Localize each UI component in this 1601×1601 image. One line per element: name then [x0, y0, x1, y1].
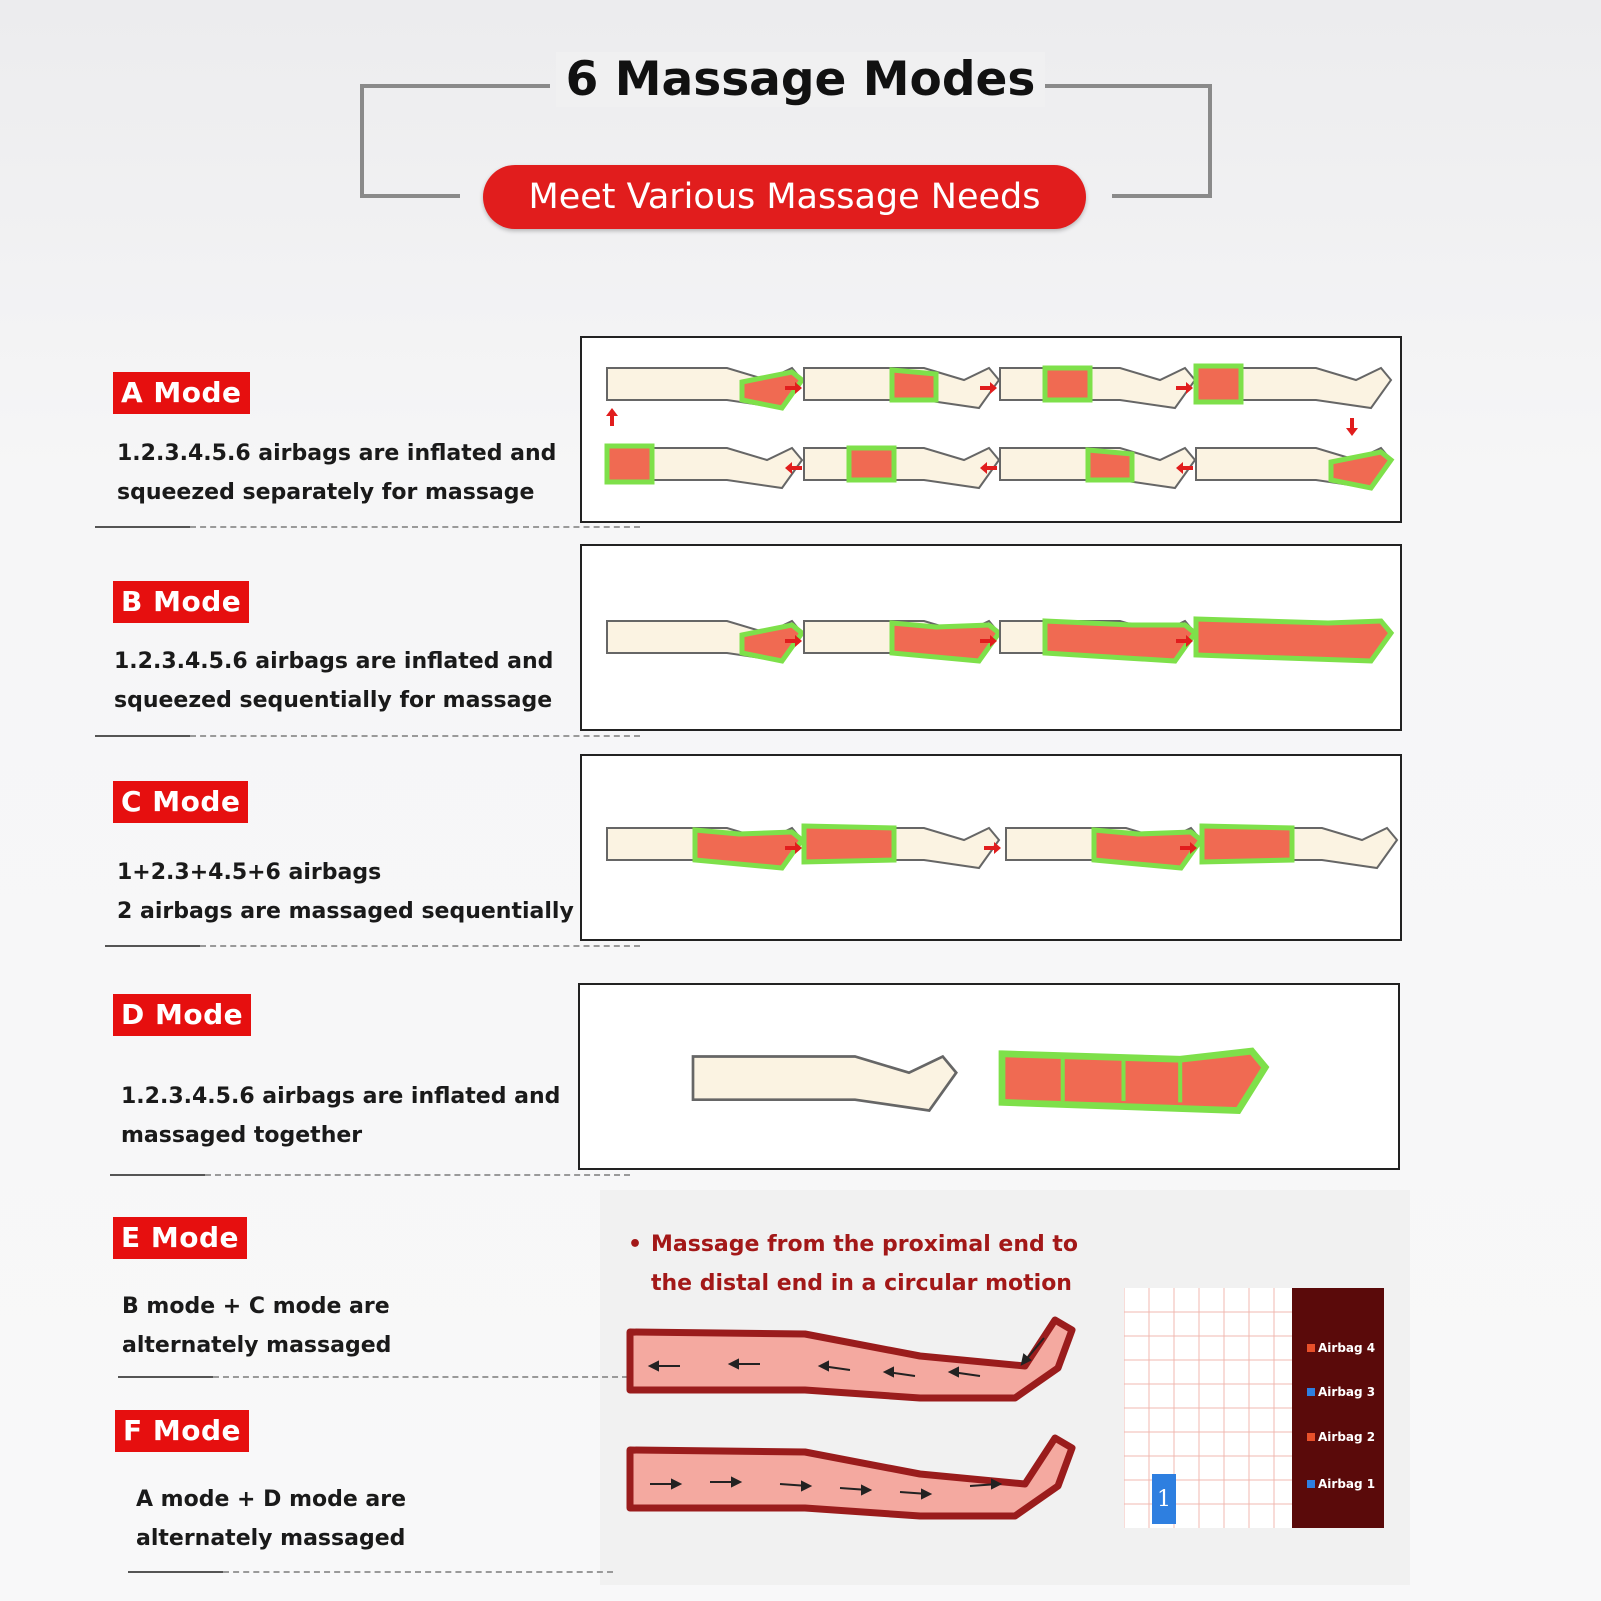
bracket-right [1208, 84, 1212, 198]
subtitle-pill: Meet Various Massage Needs [483, 165, 1086, 229]
mode-d-diagram [691, 1047, 1270, 1114]
mode-b-diagram [606, 616, 1395, 664]
circular-note-bullet: • [628, 1232, 643, 1257]
legend-airbag-2: Airbag 2 [1307, 1430, 1375, 1444]
legend-swatch-1 [1307, 1480, 1315, 1488]
mode-b-arrows [785, 635, 1193, 647]
circular-note-line2: the distal end in a circular motion [651, 1271, 1072, 1296]
mode-a-leg-row-1 [606, 363, 1393, 411]
mode-f-separator [223, 1571, 613, 1573]
airbag-counter: 1 [1157, 1487, 1171, 1512]
mode-c-separator [200, 945, 640, 947]
mode-a-diagram [604, 363, 1395, 491]
legend-label-2: Airbag 2 [1318, 1430, 1376, 1444]
legend-airbag-1: Airbag 1 [1307, 1477, 1375, 1491]
mode-e-line1: B mode + C mode are [122, 1294, 390, 1319]
mode-a-leg-row-2 [604, 443, 1395, 491]
mode-e-separator-solid [118, 1376, 213, 1378]
circular-note-line1: Massage from the proximal end to [651, 1232, 1079, 1257]
mode-a-line2: squeezed separately for massage [117, 480, 535, 505]
mode-a-diagram-panel [580, 336, 1402, 523]
mode-b-separator [190, 735, 640, 737]
legend-label-1: Airbag 1 [1318, 1477, 1376, 1491]
mode-c-badge: C Mode [113, 781, 249, 823]
mode-d-badge: D Mode [113, 994, 252, 1036]
page-title: 6 Massage Modes [0, 52, 1601, 107]
legend-swatch-3 [1307, 1388, 1315, 1396]
airbag-legend-panel [1292, 1288, 1384, 1528]
mode-c-line2: 2 airbags are massaged sequentially [117, 899, 574, 924]
mode-b-line1: 1.2.3.4.5.6 airbags are inflated and [114, 649, 554, 674]
mode-c-diagram-panel [580, 754, 1402, 941]
bracket-top-left [360, 84, 550, 88]
mode-a-separator [190, 526, 640, 528]
bracket-top-right [1010, 84, 1212, 88]
mode-e-line2: alternately massaged [122, 1333, 392, 1358]
mode-f-line2: alternately massaged [136, 1526, 406, 1551]
bracket-left [360, 84, 364, 198]
mode-a-arrows [606, 382, 1358, 474]
mode-f-line1: A mode + D mode are [136, 1487, 407, 1512]
mode-c-arrows [785, 842, 1197, 854]
legend-label-3: Airbag 3 [1318, 1385, 1376, 1399]
mode-d-line2: massaged together [121, 1123, 363, 1148]
mode-d-separator [205, 1174, 630, 1176]
mode-b-separator-solid [95, 735, 190, 737]
legend-swatch-4 [1307, 1344, 1315, 1352]
mode-b-diagram-panel [580, 544, 1402, 731]
mode-d-diagram-panel [578, 983, 1400, 1170]
upper-leg [626, 1316, 1076, 1402]
mode-f-separator-solid [128, 1571, 223, 1573]
mode-b-badge: B Mode [113, 581, 250, 623]
mode-b-line2: squeezed sequentially for massage [114, 688, 553, 713]
legend-airbag-3: Airbag 3 [1307, 1385, 1375, 1399]
legend-label-4: Airbag 4 [1318, 1341, 1376, 1355]
legend-airbag-4: Airbag 4 [1307, 1341, 1375, 1355]
mode-e-badge: E Mode [113, 1217, 248, 1259]
lower-leg [626, 1434, 1076, 1520]
mode-e-separator [213, 1376, 628, 1378]
mode-a-separator-solid [95, 526, 190, 528]
mode-c-diagram [606, 823, 1399, 871]
mode-a-line1: 1.2.3.4.5.6 airbags are inflated and [117, 441, 557, 466]
mode-c-separator-solid [105, 945, 200, 947]
bracket-bottom-right [1112, 194, 1212, 198]
mode-a-badge: A Mode [113, 372, 250, 414]
circular-motion-legs [626, 1316, 1076, 1520]
mode-f-badge: F Mode [115, 1410, 250, 1452]
legend-swatch-2 [1307, 1433, 1315, 1441]
bracket-bottom-left [360, 194, 460, 198]
mode-c-line1: 1+2.3+4.5+6 airbags [117, 860, 382, 885]
mode-d-separator-solid [110, 1174, 205, 1176]
page-title-text: 6 Massage Modes [555, 52, 1046, 107]
airbag-grid-chart [1124, 1288, 1384, 1528]
airbag-counter-box [1152, 1474, 1176, 1524]
mode-d-line1: 1.2.3.4.5.6 airbags are inflated and [121, 1084, 561, 1109]
